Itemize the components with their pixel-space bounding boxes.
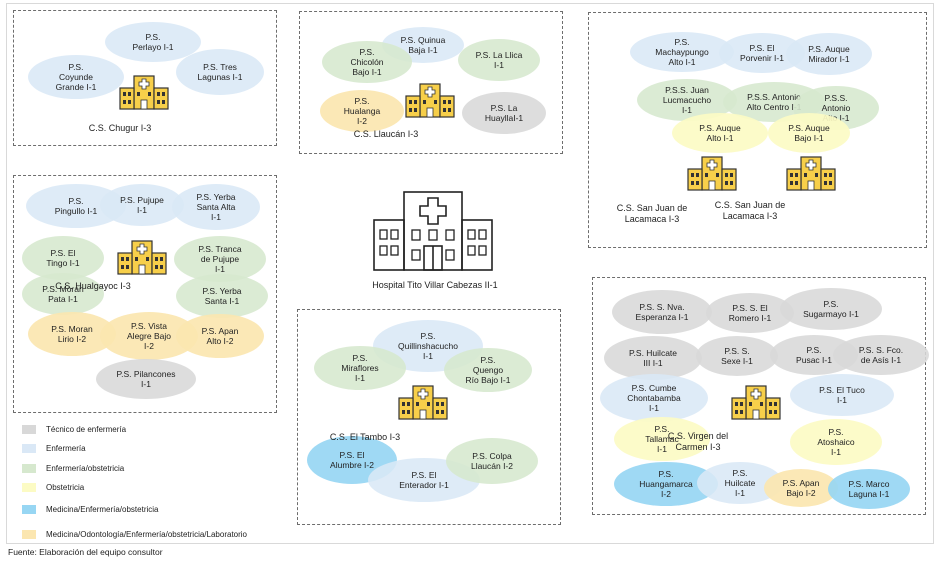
health-post-node: P.S. Auque Mirador I-1: [786, 33, 872, 75]
health-post-node: P.S. Huilcate III I-1: [604, 336, 702, 380]
legend-label: Obstetricia: [46, 482, 85, 492]
health-center-label: C.S. Hualgayoc I-3: [55, 281, 131, 291]
health-post-node: P.S. Pujupe I-1: [100, 184, 184, 226]
health-center-icon: [402, 82, 458, 118]
legend-swatch: [22, 504, 36, 514]
health-post-node: P.S. La HuayllaI-1: [462, 92, 546, 134]
cluster-hualgayoc: [13, 175, 277, 413]
health-post-node: P.S. Auque Alto I-1: [672, 113, 768, 153]
health-post-node: P.S. Tallamac I-1: [614, 417, 710, 461]
health-post-node: P.S. Perlayo I-1: [105, 22, 201, 62]
health-post-node: P.S. Coyunde Grande I-1: [28, 55, 124, 99]
health-post-node: P.S. S. El Romero I-1: [706, 293, 794, 333]
health-post-node: P.S. Quengo Río Bajo I-1: [444, 348, 532, 392]
health-post-node: P.S. Atoshaico I-1: [790, 419, 882, 465]
legend-item: Medicina/Enfermería/obstetricia: [22, 503, 159, 515]
cluster-virgen-del-carmen: [592, 277, 926, 515]
source-note: Fuente: Elaboración del equipo consultor: [8, 547, 163, 557]
hospital-icon: [373, 191, 493, 271]
health-post-node: P.S. Machaypungo Alto I-1: [630, 32, 734, 72]
health-post-node: P.S. Hualanga I-2: [320, 90, 404, 132]
legend-swatch: [22, 529, 36, 539]
health-center-icon: [395, 384, 451, 420]
health-center-label: C.S. El Tambo I-3: [329, 432, 401, 442]
health-post-node: P.S. La Llica I-1: [458, 39, 540, 81]
health-post-node: P.S. Tres Lagunas I-1: [176, 49, 264, 95]
health-post-node: P.S.S. Juan Lucmacucho I-1: [637, 79, 737, 121]
legend-swatch: [22, 463, 36, 473]
health-post-node: P.S. Yerba Santa Alta I-1: [172, 184, 260, 230]
health-post-node: P.S. Apan Alto I-2: [176, 314, 264, 358]
health-post-node: P.S. Apan Bajo I-2: [764, 469, 838, 507]
health-center-label: C.S. Virgen del Carmen I-3: [667, 431, 729, 452]
health-center-icon: [684, 155, 740, 191]
health-center-icon: [114, 239, 170, 275]
health-center-label: C.S. Chugur I-3: [88, 123, 152, 133]
legend-swatch: [22, 424, 36, 434]
health-post-node: P.S. Marco Laguna I-1: [828, 469, 910, 509]
health-post-node: P.S. S. Fco. de Asís I-1: [833, 335, 929, 375]
legend-item: Enfermería: [22, 442, 86, 454]
health-center-icon: [116, 74, 172, 110]
cluster-llaucan: [299, 11, 563, 154]
health-post-node: P.S. Chicolón Bajo I-1: [322, 41, 412, 83]
health-center-label: C.S. Llaucán I-3: [353, 129, 419, 139]
legend-swatch: [22, 482, 36, 492]
legend-label: Medicina/Enfermería/obstetricia: [46, 504, 159, 514]
health-post-node: P.S. Cumbe Chontabamba I-1: [600, 374, 708, 422]
health-post-node: P.S. Colpa Llaucán I-2: [446, 438, 538, 484]
cluster-san-juan: [588, 12, 927, 248]
diagram-frame: [6, 3, 934, 544]
legend-item: Enfermería/obstetricia: [22, 462, 124, 474]
health-post-node: P.S. Moran Pata I-1: [22, 273, 104, 315]
health-post-node: P.S. Yerba Santa I-1: [176, 274, 268, 318]
cluster-chugur: [13, 10, 277, 146]
legend-item: Técnico de enfermería: [22, 423, 126, 435]
hospital-label: Hospital Tito Villar Cabezas II-1: [372, 280, 498, 290]
legend-label: Técnico de enfermería: [46, 424, 127, 434]
legend-label: Enfermería/obstetricia: [46, 463, 125, 473]
legend-swatch: [22, 443, 36, 453]
legend-label: Medicina/Odontología/Enfermería/obstetri…: [46, 529, 247, 539]
health-post-node: P.S. S. Sexe I-1: [696, 336, 778, 376]
health-post-node: P.S. Sugarmayo I-1: [780, 288, 882, 330]
health-post-node: P.S. Miraflores I-1: [314, 346, 406, 390]
cluster-el-tambo: [297, 309, 561, 525]
health-post-node: P.S. Auque Bajo I-1: [768, 113, 850, 153]
legend-item: Medicina/Odontología/Enfermería/obstetri…: [22, 528, 247, 540]
health-center-icon: [728, 384, 784, 420]
health-post-node: P.S. S. Nva. Esperanza I-1: [612, 290, 712, 334]
health-post-node: P.S. Pilancones I-1: [96, 359, 196, 399]
legend-label: Enfermería: [46, 443, 86, 453]
legend-item: Obstetricia: [22, 481, 84, 493]
health-center-label: C.S. San Juan de Lacamaca I-3: [616, 203, 688, 224]
health-post-node: P.S. El Tuco I-1: [790, 374, 894, 416]
health-center-icon: [783, 155, 839, 191]
health-post-node: P.S. El Tingo I-1: [22, 236, 104, 280]
health-center-label: C.S. San Juan de Lacamaca I-3: [714, 200, 786, 221]
